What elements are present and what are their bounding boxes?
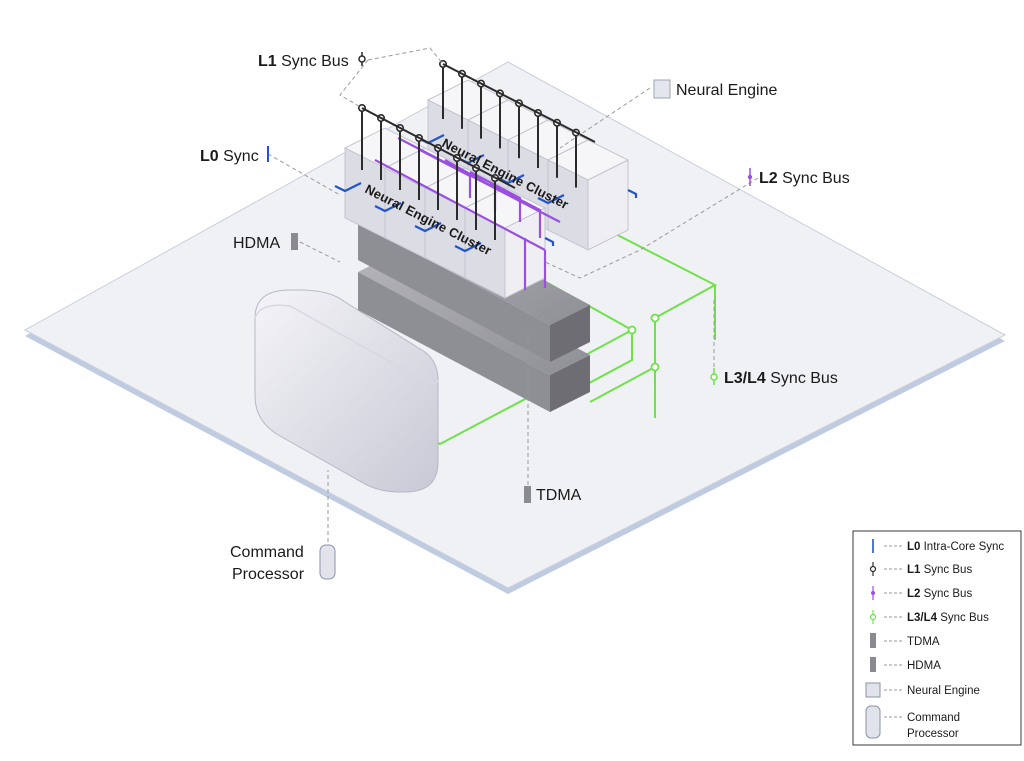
neural-engine-icon <box>653 79 671 99</box>
leader-lines <box>267 47 759 542</box>
legend-item: L1 Sync Bus <box>869 562 972 576</box>
l1-bold: L1 <box>258 53 277 70</box>
callout-l2: L2 Sync Bus <box>747 168 850 187</box>
callout-tdma: TDMA <box>524 486 582 504</box>
legend-item-label: Neural Engine <box>907 685 980 697</box>
legend-item: TDMA <box>870 633 940 648</box>
legend-item-label: L2 Sync Bus <box>907 588 972 600</box>
legend-item-label: TDMA <box>907 636 940 648</box>
svg-text:L2 Sync Bus: L2 Sync Bus <box>759 170 850 187</box>
legend-item: L2 Sync Bus <box>871 586 972 600</box>
l2-bold: L2 <box>759 170 778 187</box>
l0-rest: Sync <box>219 148 259 165</box>
l34-rest: Sync Bus <box>766 370 838 387</box>
l1-bus-icon <box>358 55 366 63</box>
command-processor-line2: Processor <box>232 566 305 583</box>
callout-l34: L3/L4 Sync Bus <box>710 368 838 387</box>
legend-item-label: L0 Intra-Core Sync <box>907 541 1004 553</box>
hdma-legend-icon <box>870 657 876 672</box>
legend-item-label: L1 Sync Bus <box>907 564 972 576</box>
hdma-label: HDMA <box>233 235 280 252</box>
tdma-legend-icon <box>870 633 876 648</box>
neural-engine-label: Neural Engine <box>676 82 778 99</box>
neural-engine-cube <box>537 139 638 251</box>
l2-rest: Sync Bus <box>778 170 850 187</box>
callout-neural-engine: Neural Engine <box>653 79 778 99</box>
tdma-icon <box>524 486 531 503</box>
command-processor-icon <box>319 544 336 580</box>
legend-item-label: L3/L4 Sync Bus <box>907 612 989 624</box>
callout-command-processor: Command Processor <box>230 544 336 583</box>
neural-engine-legend-icon <box>865 682 881 698</box>
tdma-label: TDMA <box>536 487 582 504</box>
l0-bold: L0 <box>200 148 219 165</box>
callout-l0: L0 Sync <box>200 146 269 165</box>
svg-text:L0 Sync: L0 Sync <box>200 148 259 165</box>
legend-item: HDMA <box>870 657 941 672</box>
svg-text:L1 Sync Bus: L1 Sync Bus <box>258 53 349 70</box>
l34-legend-icon <box>869 613 877 621</box>
legend-item-label-line2: Processor <box>907 728 959 740</box>
l34-bus-icon <box>710 373 718 381</box>
legend-item-label: HDMA <box>907 660 941 672</box>
l1-sync-posts <box>357 59 580 240</box>
callout-l1: L1 Sync Bus <box>258 52 366 70</box>
l2-bus-icon <box>747 174 753 180</box>
legend-item: L0 Intra-Core Sync <box>872 539 1004 553</box>
hdma-icon <box>291 233 298 250</box>
l2-legend-icon <box>871 591 875 595</box>
l34-bold: L3/L4 <box>724 370 766 387</box>
svg-text:L3/L4 Sync Bus: L3/L4 Sync Bus <box>724 370 838 387</box>
legend-item: L3/L4 Sync Bus <box>869 610 989 624</box>
legend-item: Neural Engine <box>865 682 980 698</box>
command-processor-block <box>254 289 439 493</box>
legend: L0 Intra-Core Sync L1 Sync Bus L2 Sync Bus… <box>852 530 1022 746</box>
l1-sync-rails <box>361 63 596 189</box>
l1-rest: Sync Bus <box>277 53 349 70</box>
command-processor-legend-icon <box>865 705 881 739</box>
legend-item-label: Command <box>907 712 960 724</box>
l1-legend-icon <box>869 565 877 573</box>
callout-hdma: HDMA <box>233 233 298 252</box>
command-processor-line1: Command <box>230 544 304 561</box>
